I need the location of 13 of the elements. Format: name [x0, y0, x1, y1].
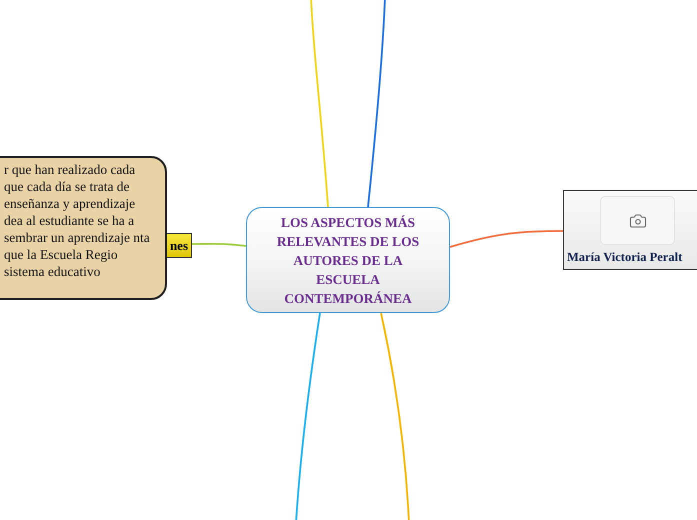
connector-line	[310, 0, 329, 208]
topic-label-text: nes	[170, 238, 188, 253]
connector-line	[295, 312, 321, 520]
topic-name: María Victoria Peralt	[566, 250, 684, 265]
connector-line	[367, 0, 386, 208]
connector-line	[380, 312, 410, 520]
subtopic-card	[563, 190, 697, 270]
connector-line	[192, 242, 246, 247]
note-box	[0, 156, 167, 300]
connector-line	[450, 230, 563, 248]
note-text: r que han realizado cada que cada día se trata de enseñanza y aprendizaje dea al estudiante se ha a sembrar un aprendizaje nta que la Escuela Regio sistema educativo	[4, 161, 151, 280]
topic-title: LOS ASPECTOS MÁS RELEVANTES DE LOS AUTORES DE LA ESCUELA CONTEMPORÁNEA	[276, 214, 420, 308]
central-topic	[246, 207, 450, 313]
